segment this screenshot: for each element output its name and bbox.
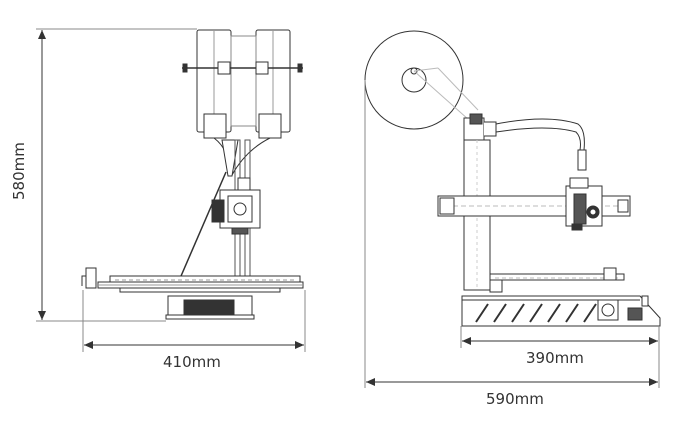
side-extruder <box>565 177 603 231</box>
side-feeder <box>463 113 587 171</box>
side-depth-dimension-label: 390mm <box>526 349 584 367</box>
height-dimension-label: 580mm <box>10 142 28 200</box>
front-view <box>81 29 304 320</box>
front-spool <box>182 29 303 133</box>
front-bed <box>81 267 304 320</box>
side-spool <box>364 30 479 130</box>
front-extruder <box>211 177 261 235</box>
side-bed <box>489 267 625 293</box>
front-feeders <box>203 113 282 177</box>
front-width-dimension-label: 410mm <box>163 353 221 371</box>
dimension-lines <box>36 28 660 388</box>
side-view <box>364 30 661 327</box>
side-base <box>461 295 661 327</box>
overall-depth-dimension-label: 590mm <box>486 390 544 408</box>
